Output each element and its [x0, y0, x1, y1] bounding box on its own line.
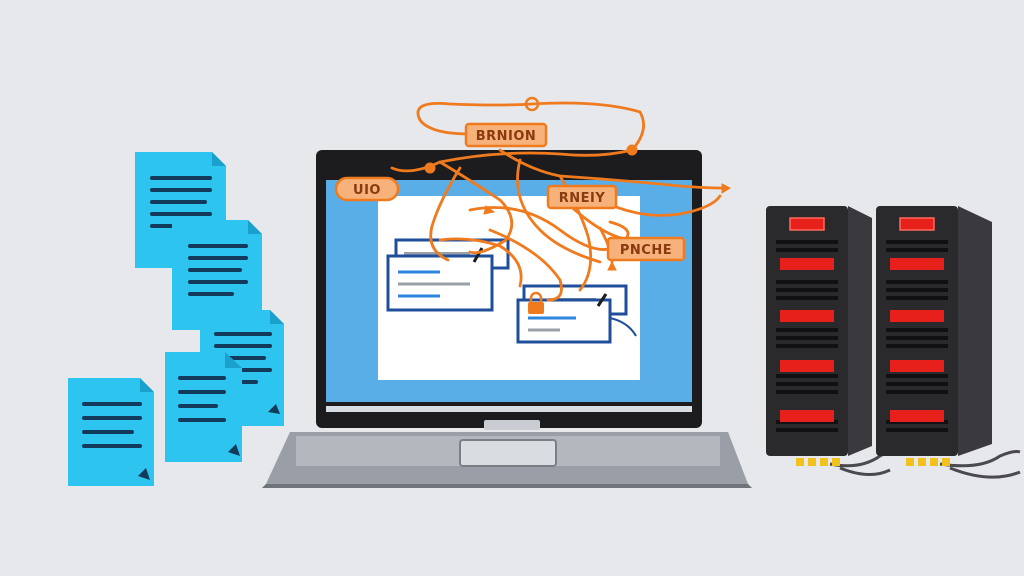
document-stack: [68, 152, 284, 486]
server-connectors: [796, 458, 840, 466]
flow-nodes: [424, 96, 732, 271]
laptop-icon: [262, 150, 752, 488]
flow-tag-label: UIO: [353, 183, 381, 198]
flow-tag-label: RNEIY: [559, 191, 606, 206]
flow-tag-label: PNCHE: [620, 243, 672, 258]
flow-tag-1: UIO: [334, 176, 400, 202]
document-icon: [68, 378, 154, 486]
flow-tag-4: PNCHE: [606, 236, 686, 262]
lock-icon: [528, 291, 544, 314]
app-window: [386, 238, 510, 312]
server-status-lights: [780, 217, 834, 422]
document-icon: [165, 352, 242, 462]
flow-tag-2: BRNION: [464, 122, 548, 148]
flow-tag-3: RNEIY: [546, 184, 618, 210]
trackpad: [459, 439, 557, 467]
server-status-lights: [890, 217, 944, 422]
app-window: [516, 284, 637, 344]
server-connectors: [906, 458, 950, 466]
flow-tag-label: BRNION: [476, 129, 537, 144]
document-icon: [172, 220, 262, 330]
server-rack-icon: [766, 206, 1021, 479]
